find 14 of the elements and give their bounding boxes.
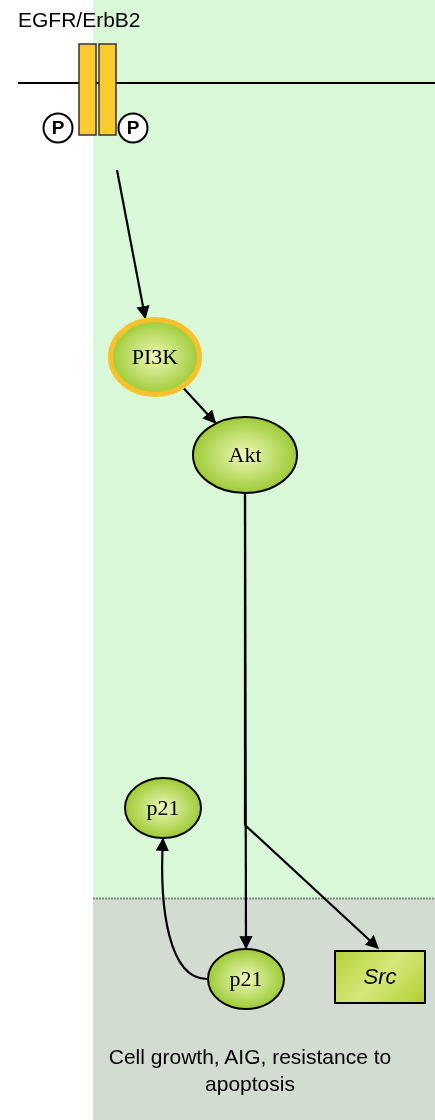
- gene-box: [334, 950, 426, 1004]
- arrow: [115, 169, 150, 320]
- protein-label: PI3K: [131, 344, 179, 370]
- protein-label: Src: [363, 964, 397, 990]
- protein-label: p21: [229, 966, 263, 992]
- phosphate-label: P: [51, 117, 65, 139]
- arrow: [155, 837, 208, 981]
- phosphate-label: P: [126, 117, 140, 139]
- receptor-label: EGFR/ErbB2: [18, 8, 141, 32]
- arrow: [183, 387, 217, 424]
- arrow: [243, 494, 379, 949]
- protein-label: p21: [146, 795, 180, 821]
- protein-label: Akt: [228, 442, 262, 468]
- outcome-note: Cell growth, AIG, resistance to apoptosis: [107, 1044, 393, 1098]
